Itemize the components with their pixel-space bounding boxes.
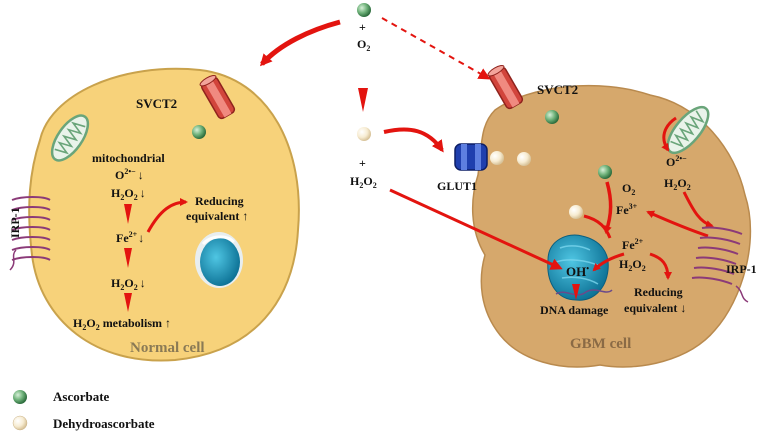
gbm-cell: SVCT2 O2•− H2O2 O2 Fe3+ OH• DNA damage F… — [471, 64, 757, 368]
gbm-ascorbate-molecule-1 — [545, 110, 559, 124]
center-dha-molecule — [357, 127, 371, 141]
gbm-svct2-label: SVCT2 — [537, 82, 578, 97]
legend-dha-icon — [12, 415, 28, 431]
arrow-to-reducing — [146, 198, 188, 233]
arrow-h2o2-reducing — [649, 252, 672, 280]
legend-ascorbate-icon — [13, 390, 27, 404]
normal-superoxide: O2•−↓ — [115, 167, 144, 182]
arrow-up-1 — [124, 204, 132, 224]
legend-dha-label: Dehydroascorbate — [53, 416, 155, 431]
glut1-dha-molecule — [490, 151, 504, 165]
normal-cell: SVCT2 mitochondrial O2•−↓ H2O2↓ Fe2+↓ H2… — [8, 67, 300, 362]
top-ascorbate-molecule — [357, 3, 371, 17]
top-plus: + — [359, 20, 366, 34]
arrow-asc-to-h2o2 — [604, 181, 613, 234]
normal-reducing-1: Reducing — [195, 194, 244, 208]
gbm-oh-radical: OH• — [566, 264, 589, 279]
gbm-dha-molecule-2 — [569, 205, 583, 219]
top-o2: O2 — [357, 37, 370, 53]
gbm-irp1-label: IRP-1 — [726, 262, 757, 276]
normal-svct2-label: SVCT2 — [136, 96, 177, 111]
normal-h2o2-2: H2O2↓ — [111, 276, 146, 292]
legend: Ascorbate Dehydroascorbate — [12, 389, 155, 431]
gbm-h2o2-2: H2O2 — [619, 257, 646, 273]
mitochondrion-icon — [50, 114, 90, 162]
dashed-arrow-to-gbm — [381, 17, 491, 80]
gbm-cell-title: GBM cell — [570, 336, 631, 352]
svct2-transporter-icon — [199, 74, 236, 120]
mitochondrial-label: mitochondrial — [92, 151, 165, 165]
arrow-down-1 — [124, 248, 132, 268]
gbm-h2o2-1: H2O2 — [664, 176, 691, 192]
glut1-transporter-icon — [454, 143, 488, 171]
ascorbate-molecule — [192, 125, 206, 139]
gbm-mitochondrion-icon — [666, 105, 710, 155]
arrow-dha-to-glut1 — [383, 127, 444, 153]
gbm-fe2: Fe2+ — [622, 237, 644, 252]
arrow-oh-to-dna — [572, 284, 580, 300]
gbm-irp1-protein-icon — [691, 226, 749, 303]
normal-irp1-protein-icon — [9, 196, 51, 271]
gbm-ascorbate-molecule-2 — [598, 165, 612, 179]
center-plus: + — [359, 156, 366, 170]
center-h2o2: H2O2 — [350, 174, 377, 190]
glut1-label: GLUT1 — [437, 179, 477, 193]
normal-h2o2-1: H2O2↓ — [111, 186, 146, 202]
arrow-mito-superoxide — [661, 116, 677, 152]
arrow-down-center — [358, 88, 368, 112]
normal-irp1-label: IRP-1 — [8, 207, 22, 238]
arrow-fe2-to-oh — [592, 252, 625, 272]
gbm-svct2-transporter-icon — [487, 64, 524, 110]
gbm-reducing-2: equivalent↓ — [624, 301, 686, 315]
arrow-to-normal-cell — [259, 19, 341, 67]
gbm-superoxide: O2•− — [666, 154, 687, 169]
arrow-dha-to-oh — [583, 214, 612, 239]
dna-damage-label: DNA damage — [540, 303, 609, 317]
gbm-o2: O2 — [622, 181, 635, 197]
arrow-down-2 — [124, 293, 132, 312]
legend-ascorbate-label: Ascorbate — [53, 389, 110, 404]
arrow-h2o2-irp — [682, 191, 714, 228]
normal-cell-membrane — [28, 67, 300, 362]
normal-cell-title: Normal cell — [130, 340, 205, 356]
gbm-reducing-1: Reducing — [634, 285, 683, 299]
gbm-fe3: Fe3+ — [616, 202, 638, 217]
arrow-irp-to-fe3 — [646, 210, 709, 238]
normal-reducing-2: equivalent↑ — [186, 209, 248, 223]
normal-nucleus-icon — [195, 232, 243, 288]
normal-fe2: Fe2+↓ — [116, 230, 144, 245]
arrow-h2o2-to-nucleus — [389, 188, 563, 270]
gbm-dha-molecule — [517, 152, 531, 166]
center-reactions: + O2 + H2O2 GLUT1 — [259, 3, 563, 270]
